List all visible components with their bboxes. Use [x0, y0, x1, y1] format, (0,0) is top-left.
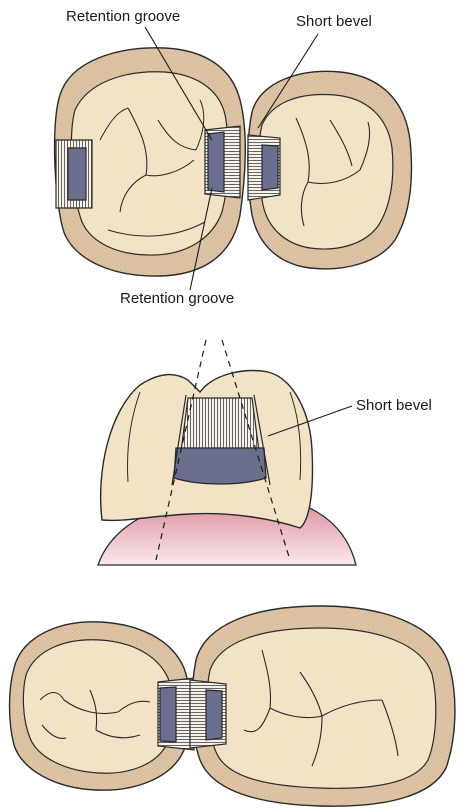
- label-retention-groove-bottom: Retention groove: [120, 291, 234, 306]
- middle-box-floor: [174, 448, 266, 484]
- top-right-tooth: [248, 71, 412, 269]
- top-left-tooth: [55, 48, 246, 276]
- top-left-distal-box-floor: [68, 148, 86, 200]
- bottom-right-box-floor: [206, 690, 222, 740]
- bottom-left-box-floor: [160, 687, 176, 742]
- bottom-right-tooth-surface: [207, 628, 436, 788]
- top-right-box-floor: [262, 145, 278, 190]
- bottom-left-tooth: [10, 622, 195, 790]
- bottom-right-tooth: [190, 606, 455, 806]
- label-short-bevel-top: Short bevel: [296, 14, 372, 29]
- top-occlusal-view-pair: [55, 27, 412, 290]
- top-left-mesial-box-floor: [208, 132, 224, 192]
- bottom-occlusal-view-pair: [10, 606, 455, 806]
- label-retention-groove-top: Retention groove: [66, 9, 180, 24]
- label-short-bevel-middle: Short bevel: [356, 398, 432, 413]
- middle-proximal-view: [98, 340, 356, 565]
- bottom-left-tooth-surface: [23, 640, 172, 773]
